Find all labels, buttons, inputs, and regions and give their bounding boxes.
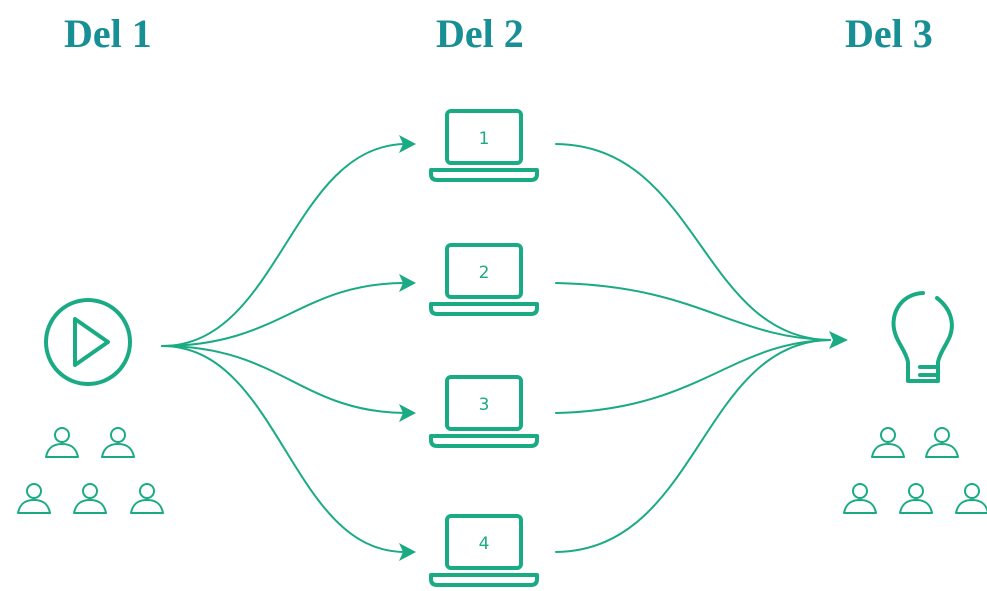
heading-part-3: Del 3 <box>845 11 933 56</box>
connector-start-to-laptop-2 <box>161 282 406 347</box>
laptop-icon: 4 <box>429 514 539 587</box>
people-group-icon <box>17 427 164 514</box>
connector-start-to-laptop-4 <box>161 345 406 553</box>
connector-laptop-1-to-end <box>555 143 831 341</box>
connector-laptop-4-to-end <box>555 339 831 553</box>
connector-start-to-laptop-1 <box>161 143 406 347</box>
connector-laptop-3-to-end <box>555 339 831 414</box>
play-circle-icon <box>44 298 132 386</box>
lightbulb-icon <box>891 291 954 383</box>
arrowhead-laptop-3 <box>399 404 416 422</box>
connector-start-to-laptop-3 <box>161 345 406 414</box>
people-group-icon <box>843 427 987 514</box>
laptop-icon: 1 <box>429 109 539 182</box>
arrowhead-laptop-1 <box>399 135 416 153</box>
laptop-icon: 2 <box>429 243 539 316</box>
arrowhead-laptop-4 <box>399 543 416 561</box>
arrowhead-laptop-2 <box>399 274 416 292</box>
heading-part-1: Del 1 <box>64 11 152 56</box>
laptop-number: 4 <box>479 534 490 554</box>
laptop-number: 2 <box>479 263 490 283</box>
heading-part-2: Del 2 <box>436 11 524 56</box>
connector-laptop-2-to-end <box>555 282 831 341</box>
arrowhead-end <box>829 331 848 349</box>
laptop-number: 1 <box>479 129 490 149</box>
laptop-number: 3 <box>479 395 490 415</box>
laptop-icon: 3 <box>429 375 539 448</box>
